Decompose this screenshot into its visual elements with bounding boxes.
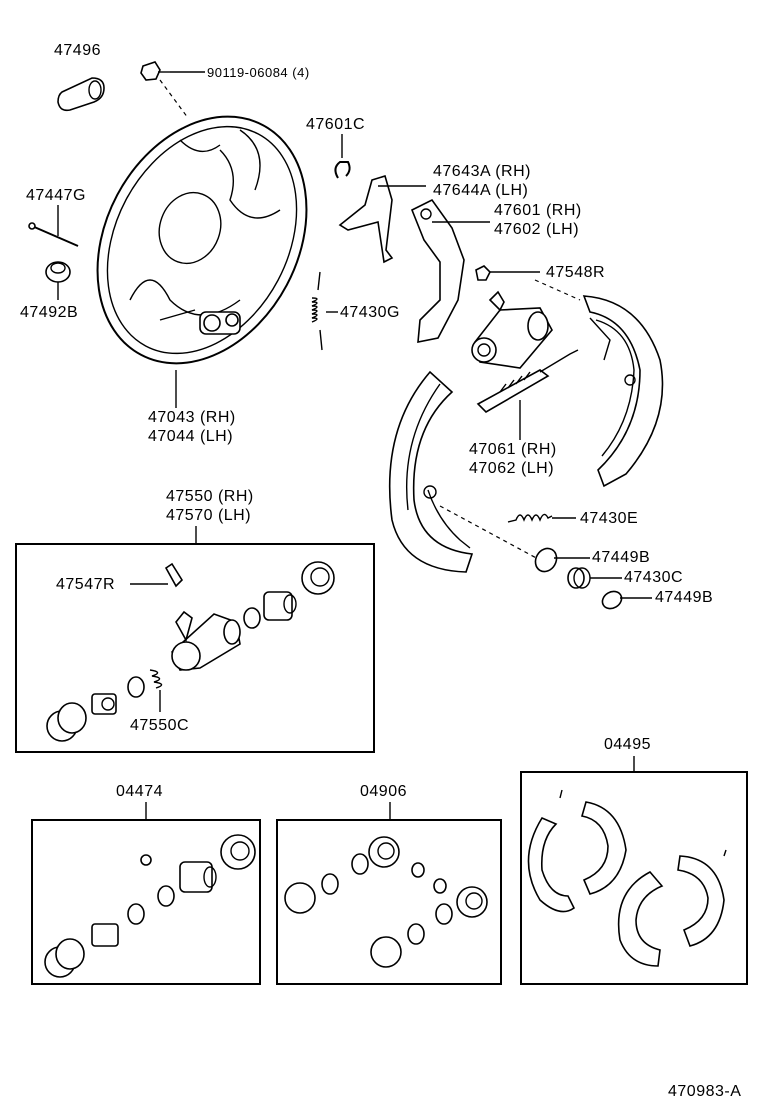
wheel-cylinder-upper-drawing xyxy=(471,279,581,369)
part-label-47602: 47602 (LH) xyxy=(494,221,580,238)
backing-plate-drawing xyxy=(96,115,308,365)
figure-code: 470983-A xyxy=(668,1083,742,1100)
spring-47430G-drawing xyxy=(311,271,338,351)
kit-04906-drawing xyxy=(284,836,488,968)
part-label-47043: 47043 (RH) xyxy=(148,409,236,426)
part-label-47062: 47062 (LH) xyxy=(469,460,555,477)
part-label-47430C: 47430C xyxy=(624,569,684,586)
clip-47601C-drawing xyxy=(334,134,351,179)
part-label-47430G: 47430G xyxy=(340,304,400,321)
bolt-90119-drawing xyxy=(140,61,205,119)
part-label-47550C: 47550C xyxy=(130,717,190,734)
part-label-47430E: 47430E xyxy=(580,510,639,527)
nut-47548R-drawing xyxy=(475,265,540,281)
part-label-47449B-first: 47449B xyxy=(592,549,651,566)
plug-47496-drawing xyxy=(57,77,105,112)
kit-box-04906 xyxy=(276,819,502,985)
part-label-47496: 47496 xyxy=(54,42,101,59)
part-label-47601: 47601 (RH) xyxy=(494,202,582,219)
part-label-04906: 04906 xyxy=(360,783,407,800)
part-label-47548R: 47548R xyxy=(546,264,606,281)
part-label-04474: 04474 xyxy=(116,783,163,800)
cup-47492B-drawing xyxy=(45,261,71,300)
part-label-47643A: 47643A (RH) xyxy=(433,163,531,180)
part-label-47550: 47550 (RH) xyxy=(166,488,254,505)
kit-box-47550 xyxy=(15,543,375,753)
part-label-47447G: 47447G xyxy=(26,187,86,204)
part-label-47044: 47044 (LH) xyxy=(148,428,234,445)
wheel-cylinder-kit-47550-drawing xyxy=(46,561,335,742)
part-label-47449B-second: 47449B xyxy=(655,589,714,606)
kit-04474-drawing xyxy=(44,834,256,978)
part-label-47644A: 47644A (LH) xyxy=(433,182,529,199)
retainer-47449B-second-drawing xyxy=(601,590,652,610)
kit-box-04474 xyxy=(31,819,261,985)
adjuster-47061-drawing xyxy=(476,349,579,440)
retainer-47449B-drawing xyxy=(534,547,590,573)
lever-47601-drawing xyxy=(410,198,490,343)
part-label-04495: 04495 xyxy=(604,736,651,753)
part-label-47570: 47570 (LH) xyxy=(166,507,252,524)
part-label-90119: 90119-06084 (4) xyxy=(207,65,310,80)
brake-shoe-right-drawing xyxy=(582,295,664,488)
lever-47643A-drawing xyxy=(338,174,426,264)
kit-04495-drawing xyxy=(527,789,727,967)
kit-box-04495 xyxy=(520,771,748,985)
spring-47430E-drawing xyxy=(507,513,576,523)
part-label-47601C: 47601C xyxy=(306,116,366,133)
part-label-47547R: 47547R xyxy=(56,576,116,593)
pin-47447G-drawing xyxy=(28,205,79,247)
brake-shoe-left-drawing xyxy=(388,370,541,573)
spring-47430C-drawing xyxy=(567,567,622,589)
part-label-47061: 47061 (RH) xyxy=(469,441,557,458)
part-label-47492B: 47492B xyxy=(20,304,79,321)
